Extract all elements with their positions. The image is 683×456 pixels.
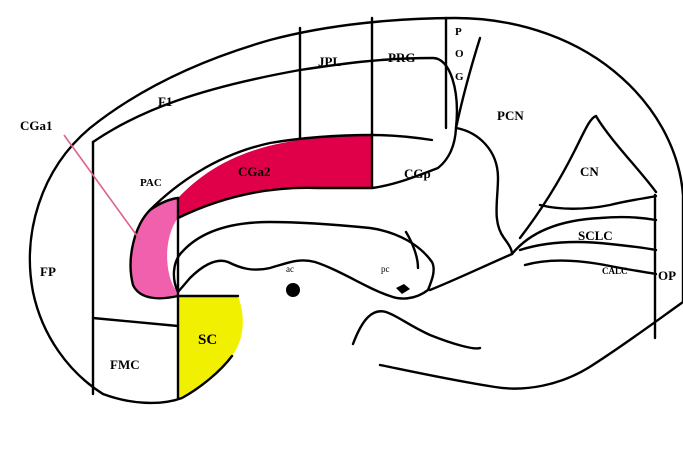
- cga1-pointer-line: [64, 135, 140, 240]
- label-f1: F1: [158, 94, 172, 109]
- ventricle-outline: [174, 222, 434, 298]
- label-pc: pc: [381, 264, 390, 274]
- label-cn: CN: [580, 164, 599, 179]
- label-calc: CALC: [602, 266, 628, 276]
- label-pac: PAC: [140, 177, 162, 189]
- brainstem-edge: [353, 311, 480, 348]
- label-cgp: CGp: [404, 166, 431, 181]
- label-sc: SC: [198, 332, 217, 348]
- label-sclc: SCLC: [578, 228, 613, 243]
- label-op: OP: [658, 268, 676, 283]
- label-pog-o: O: [455, 48, 464, 60]
- ac-marker: [286, 283, 300, 297]
- label-pog-p: P: [455, 26, 462, 38]
- label-cga2: CGa2: [238, 164, 271, 179]
- label-pcn: PCN: [497, 108, 524, 123]
- label-cga1: CGa1: [20, 118, 53, 133]
- cingulate-outer-border: [93, 58, 457, 142]
- fornix-curve: [406, 232, 418, 268]
- region-cga1-fill: [131, 198, 178, 298]
- cgp-lower-border: [430, 254, 512, 290]
- sclc-lower-border: [520, 242, 656, 250]
- label-pog-g: G: [455, 71, 464, 83]
- cn-lower-border: [540, 196, 656, 209]
- label-prg: PRG: [388, 50, 415, 65]
- label-fp: FP: [40, 264, 56, 279]
- label-jpl: JPL: [318, 54, 341, 69]
- pc-marker: [396, 284, 410, 294]
- label-ac: ac: [286, 264, 294, 274]
- label-fmc: FMC: [110, 357, 140, 372]
- pcn-lower-border: [456, 128, 512, 254]
- boundary-fmc: [93, 318, 178, 326]
- calc-lower-border: [525, 261, 656, 274]
